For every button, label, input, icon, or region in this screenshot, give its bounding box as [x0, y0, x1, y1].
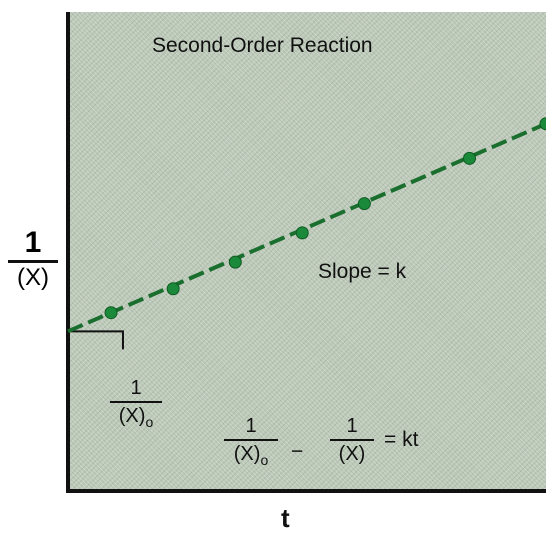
y-axis-label-fraction-bar [8, 260, 58, 263]
equation-rhs: = kt [384, 428, 419, 451]
equation-term-1: 1 (X)o [224, 416, 278, 471]
data-point [539, 117, 546, 131]
y-axis-label-denominator: (X) [17, 264, 49, 291]
intercept-denominator-text: (X) [118, 405, 146, 427]
y-axis-label: 1 (X) [8, 228, 58, 290]
data-point [228, 255, 242, 269]
intercept-annotation: 1 (X)o [110, 378, 162, 433]
equation-term-2-fraction-bar [330, 439, 374, 441]
equation-term-1-denominator-text: (X) [233, 443, 261, 465]
data-point [463, 151, 477, 165]
data-point [357, 197, 371, 211]
data-point [104, 306, 118, 320]
equation-term-1-denominator: (X)o [224, 443, 278, 471]
intercept-numerator: 1 [130, 377, 142, 399]
y-axis-label-numerator: 1 [24, 226, 42, 259]
plot-area [68, 12, 546, 492]
data-point [295, 226, 309, 240]
slope-annotation: Slope = k [318, 260, 407, 283]
equation-term-2-denominator: (X) [338, 443, 366, 465]
intercept-denominator: (X)o [110, 405, 162, 433]
intercept-marker [68, 330, 124, 350]
equation-term-2: 1 (X) [330, 416, 374, 465]
equation-term-2-numerator: 1 [346, 415, 358, 437]
chart-title: Second-Order Reaction [152, 34, 373, 57]
data-point [166, 282, 180, 296]
intercept-fraction-bar [110, 401, 162, 403]
equation-term-1-subscript: o [260, 452, 269, 468]
equation-minus-sign: − [291, 440, 304, 463]
equation-term-1-fraction-bar [224, 439, 278, 441]
x-axis-label: t [281, 503, 290, 533]
equation-term-1-numerator: 1 [245, 415, 257, 437]
intercept-subscript: o [145, 414, 154, 430]
